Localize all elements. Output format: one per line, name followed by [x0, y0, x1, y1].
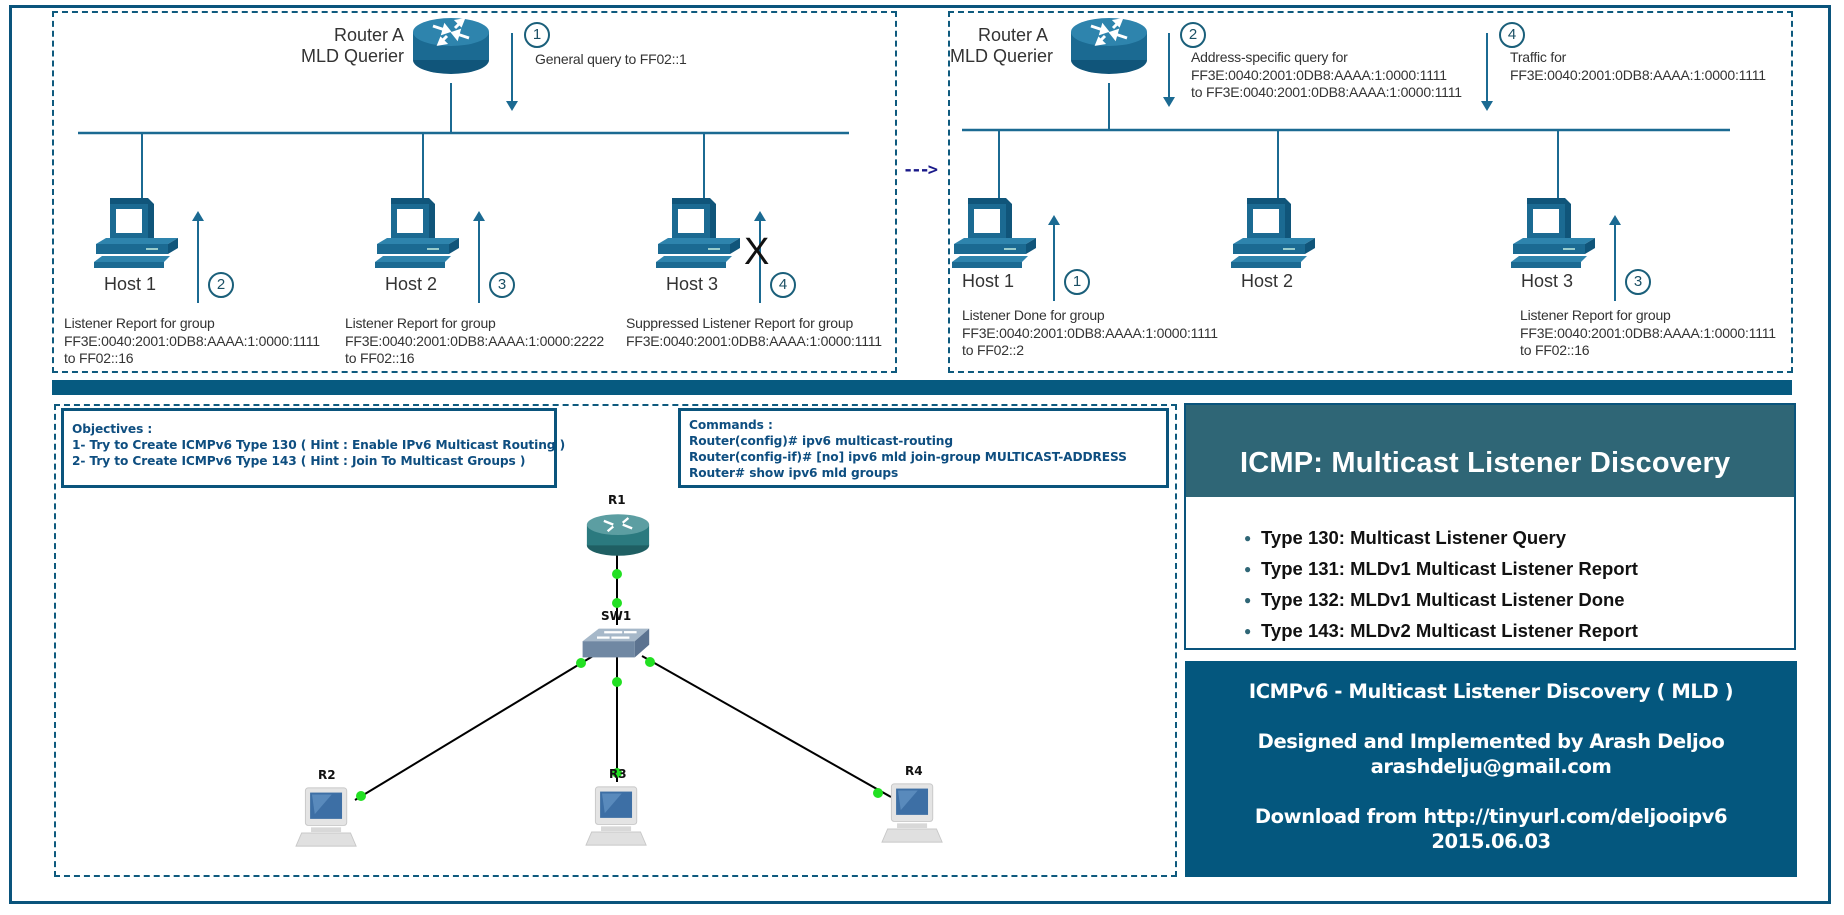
credits-date: 2015.06.03	[1431, 830, 1551, 853]
pc-icon[interactable]	[294, 786, 360, 848]
host3-label: Host 3	[1521, 271, 1574, 291]
step-badge-4: 4	[770, 272, 796, 298]
step-badge-4: 4	[1499, 22, 1525, 48]
suppressed-x-mark: X	[744, 231, 770, 273]
icmp-type-item: ●Type 130: Multicast Listener Query	[1244, 523, 1794, 554]
bullet-icon: ●	[1244, 623, 1252, 638]
transition-arrow: --->	[903, 160, 938, 180]
host2-label: Host 2	[1241, 271, 1294, 291]
bullet-icon: ●	[1244, 593, 1252, 608]
router-icon[interactable]	[585, 513, 651, 557]
host2-label: Host 2	[385, 274, 438, 294]
step-badge-2: 2	[208, 272, 234, 298]
link-sw1-r4	[641, 655, 892, 798]
step-badge-1: 1	[1064, 269, 1090, 295]
host1-label: Host 1	[962, 271, 1015, 291]
host3-up-arrow	[754, 211, 766, 303]
icmp-type-item: ●Type 132: MLDv1 Multicast Listener Done	[1244, 585, 1794, 616]
step-badge-3: 3	[1625, 269, 1651, 295]
objectives-title: Objectives :	[72, 422, 153, 436]
link-dot	[612, 677, 622, 687]
pc-icon[interactable]	[880, 782, 946, 844]
command-item: Router(config)# ipv6 multicast-routing	[689, 434, 953, 448]
host3-label: Host 3	[666, 274, 719, 294]
host2-up-arrow	[473, 211, 485, 303]
scenario-right-lines	[962, 33, 1730, 301]
step1-down-arrow	[506, 33, 518, 111]
bullet-icon: ●	[1244, 531, 1252, 546]
link-sw1-r2	[354, 655, 594, 801]
step-badge-3: 3	[489, 272, 515, 298]
credits-panel: ICMPv6 - Multicast Listener Discovery ( …	[1185, 661, 1797, 877]
bullet-icon: ●	[1244, 562, 1252, 577]
objectives-box: Objectives : 1- Try to Create ICMPv6 Typ…	[61, 408, 566, 488]
credits-author: Designed and Implemented by Arash Deljoo	[1257, 730, 1725, 753]
host3-up-arrow	[1609, 215, 1621, 301]
commands-box: Commands : Router(config)# ipv6 multicas…	[678, 408, 1169, 488]
separator-bar	[52, 380, 1792, 395]
icmp-types-panel: ICMP: Multicast Listener Discovery ●Type…	[1184, 403, 1796, 650]
icmp-types-list: ●Type 130: Multicast Listener Query ●Typ…	[1186, 497, 1794, 646]
objective-item: 1- Try to Create ICMPv6 Type 130 ( Hint …	[72, 438, 566, 452]
node-label-sw1: SW1	[601, 609, 632, 623]
switch-icon[interactable]	[579, 625, 651, 661]
link-dot	[576, 658, 586, 668]
credits-download-link[interactable]: Download from http://tinyurl.com/deljooi…	[1254, 805, 1728, 828]
step4-down-arrow	[1481, 33, 1493, 111]
node-label-r4: R4	[905, 764, 923, 778]
command-item: Router# show ipv6 mld groups	[689, 466, 899, 480]
step-badge-1: 1	[524, 22, 550, 48]
commands-title: Commands :	[689, 418, 773, 432]
scenario-left-lines	[78, 33, 849, 303]
outer-frame	[9, 5, 1831, 904]
step2-down-arrow	[1163, 33, 1175, 107]
host1-label: Host 1	[104, 274, 157, 294]
icmp-type-item: ●Type 131: MLDv1 Multicast Listener Repo…	[1244, 554, 1794, 585]
command-item: Router(config-if)# [no] ipv6 mld join-gr…	[689, 450, 1127, 464]
step1-note: General query to FF02::1	[535, 51, 687, 67]
icmp-panel-title: ICMP: Multicast Listener Discovery	[1186, 405, 1794, 497]
node-label-r2: R2	[318, 768, 336, 782]
node-label-r1: R1	[608, 493, 626, 507]
step-badge-2: 2	[1180, 22, 1206, 48]
link-dot	[612, 598, 622, 608]
icmp-type-item: ●Type 143: MLDv2 Multicast Listener Repo…	[1244, 616, 1794, 647]
node-label-r3: R3	[609, 767, 627, 781]
pc-icon[interactable]	[584, 785, 650, 847]
link-dot	[873, 788, 883, 798]
objective-item: 2- Try to Create ICMPv6 Type 143 ( Hint …	[72, 454, 526, 468]
credits-email[interactable]: arashdelju@gmail.com	[1370, 755, 1612, 778]
link-dot	[645, 657, 655, 667]
host1-up-arrow	[192, 211, 204, 303]
link-dot	[612, 569, 622, 579]
link-dot	[612, 768, 622, 778]
link-dot	[356, 791, 366, 801]
link-status-dots	[356, 569, 883, 801]
credits-title: ICMPv6 - Multicast Listener Discovery ( …	[1248, 680, 1734, 703]
host1-up-arrow	[1048, 215, 1060, 301]
